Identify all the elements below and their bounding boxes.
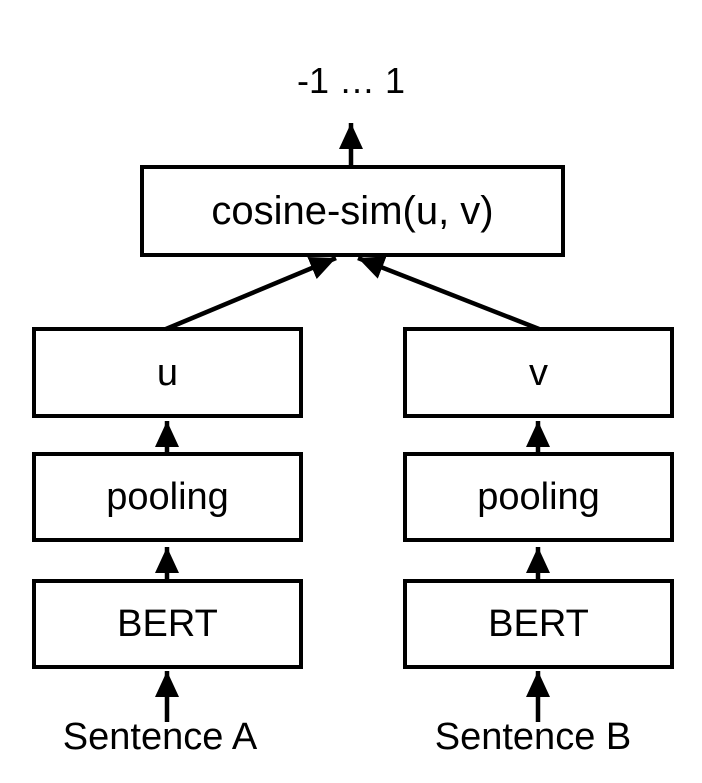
sentence-a-label: Sentence A bbox=[62, 716, 258, 758]
bert-box-right-label: BERT bbox=[488, 603, 589, 645]
cosine-sim-box-label: cosine-sim(u, v) bbox=[211, 189, 494, 233]
arrow-v-to-cosine-icon bbox=[357, 255, 540, 332]
arrow-u-to-cosine-icon bbox=[165, 255, 337, 332]
cosine-sim-box: cosine-sim(u, v) bbox=[140, 165, 565, 257]
pooling-box-left: pooling bbox=[32, 452, 303, 542]
bert-box-left: BERT bbox=[32, 579, 303, 669]
pooling-box-right: pooling bbox=[403, 452, 674, 542]
bert-box-left-label: BERT bbox=[117, 603, 218, 645]
output-range-label: -1 … 1 bbox=[296, 60, 406, 101]
pooling-box-left-label: pooling bbox=[106, 476, 229, 518]
v-vector-box: v bbox=[403, 327, 674, 418]
v-vector-box-label: v bbox=[529, 351, 548, 394]
sentence-b-label: Sentence B bbox=[434, 716, 632, 758]
bert-box-right: BERT bbox=[403, 579, 674, 669]
u-vector-box-label: u bbox=[156, 351, 179, 394]
u-vector-box: u bbox=[32, 327, 303, 418]
pooling-box-right-label: pooling bbox=[477, 476, 600, 518]
